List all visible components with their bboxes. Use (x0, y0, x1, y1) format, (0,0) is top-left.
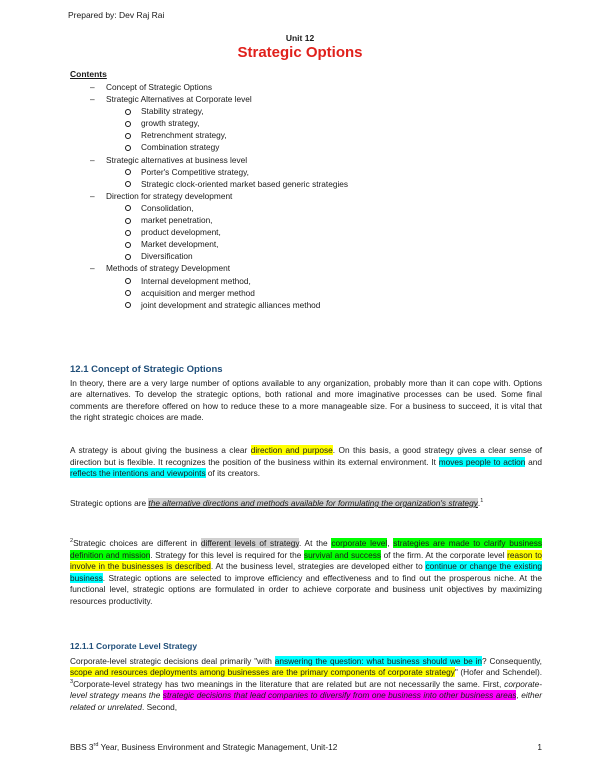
contents-subitem: Internal development method, (70, 275, 540, 287)
section-12-1-1: 12.1.1 Corporate Level Strategy Corporat… (70, 641, 542, 714)
contents-item: Concept of Strategic Options (70, 81, 540, 93)
contents-item: Strategic alternatives at business level (70, 154, 540, 166)
contents-item: Direction for strategy development (70, 190, 540, 202)
highlight: direction and purpose (250, 445, 333, 455)
footnote-ref: 2 (70, 538, 74, 545)
contents-subitem: product development, (70, 226, 540, 238)
highlight: answering the question: what business sh… (274, 655, 483, 666)
footnote-ref: 3 (70, 679, 74, 686)
page-footer: BBS 3rd Year, Business Environment and S… (70, 742, 542, 752)
footnote-ref: 1 (480, 498, 484, 505)
paragraph: A strategy is about giving the business … (70, 445, 542, 479)
highlight: survival and success (303, 549, 381, 560)
paragraph: 2Strategic choices are different in diff… (70, 538, 542, 606)
highlight: moves people to action (438, 456, 526, 467)
page-number: 1 (537, 742, 542, 752)
unit-label: Unit 12 (285, 33, 315, 43)
highlight: corporate level (331, 538, 388, 548)
paragraph: Corporate-level strategic decisions deal… (70, 655, 543, 712)
section-12-1: 12.1 Concept of Strategic Options In the… (70, 364, 542, 424)
contents-item: Methods of strategy Development (70, 262, 540, 274)
page-title: Strategic Options (237, 44, 363, 61)
contents-subitem: growth strategy, (70, 117, 540, 129)
paragraph: In theory, there are a very large number… (70, 377, 542, 423)
contents-subitem: Porter's Competitive strategy, (70, 166, 540, 178)
contents-subitem: Stability strategy, (70, 105, 540, 117)
contents-subitem: market penetration, (70, 214, 540, 226)
page-header: Prepared by: Dev Raj Rai (68, 10, 165, 20)
contents-subitem: joint development and strategic alliance… (70, 299, 540, 311)
highlight: strategic decisions that lead companies … (162, 690, 517, 701)
contents-item: Strategic Alternatives at Corporate leve… (70, 93, 540, 105)
subsection-heading: 12.1.1 Corporate Level Strategy (70, 641, 198, 651)
contents-subitem: Strategic clock-oriented market based ge… (70, 178, 540, 190)
contents-subitem: Consolidation, (70, 202, 540, 214)
contents-subitem: Market development, (70, 238, 540, 250)
section-heading: 12.1 Concept of Strategic Options (70, 364, 223, 375)
contents-heading: Contents (70, 69, 107, 79)
highlight: scope and resources deployments among bu… (70, 667, 455, 678)
contents-subitem: Retrenchment strategy, (70, 129, 540, 141)
paragraph: Strategic options are the alternative di… (70, 498, 484, 508)
highlight: the alternative directions and methods a… (148, 498, 478, 508)
contents-subitem: Diversification (70, 250, 540, 262)
contents-subitem: Combination strategy (70, 141, 540, 153)
highlight: different levels of strategy (200, 538, 299, 548)
highlight: reflects the intentions and viewpoints (70, 468, 206, 479)
contents-list: Concept of Strategic OptionsStrategic Al… (70, 81, 540, 311)
contents-subitem: acquisition and merger method (70, 287, 540, 299)
